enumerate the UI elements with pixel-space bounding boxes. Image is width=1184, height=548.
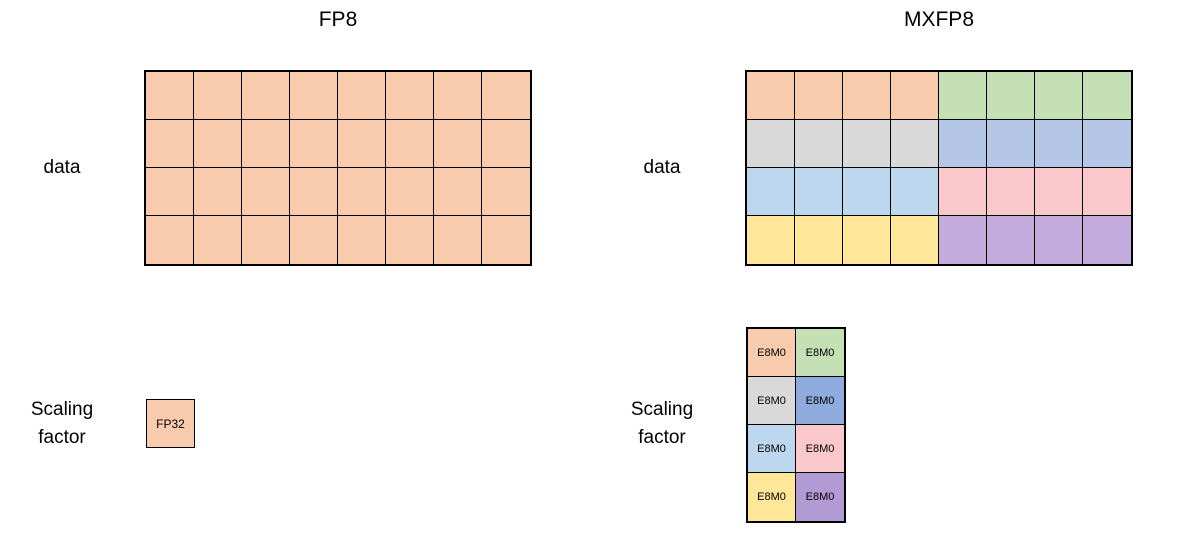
fp8-panel-title: FP8 [318,8,358,31]
fp8-data-cell [434,216,482,264]
mxfp8-data-cell [987,120,1035,168]
fp8-data-cell [482,216,530,264]
fp8-data-cell [338,120,386,168]
mxfp8-data-cell [939,216,987,264]
mxfp8-scaling-label-line1: Scaling [630,399,694,420]
fp8-data-cell [434,72,482,120]
e8m0-scaling-cell: E8M0 [748,377,796,425]
fp8-data-cell [146,216,194,264]
mxfp8-data-cell [987,168,1035,216]
mxfp8-data-cell [795,72,843,120]
mxfp8-data-cell [1083,168,1131,216]
fp8-data-cell [290,216,338,264]
mxfp8-data-grid [745,70,1133,266]
fp8-data-cell [242,168,290,216]
fp8-data-cell [194,168,242,216]
fp8-data-cell [194,120,242,168]
mxfp8-scaling-factor-label: Scaling factor [600,382,724,466]
fp8-data-cell [386,120,434,168]
fp8-data-cell [242,120,290,168]
fp8-data-cell [242,72,290,120]
mxfp8-data-label: data [643,157,681,178]
e8m0-scaling-cell: E8M0 [748,329,796,377]
mxfp8-data-cell [747,72,795,120]
fp8-data-cell [482,72,530,120]
fp8-data-cell [146,120,194,168]
mxfp8-data-cell [747,168,795,216]
fp8-data-cell [434,168,482,216]
mxfp8-data-cell [1083,216,1131,264]
fp8-data-cell [386,168,434,216]
fp8-data-cell [194,72,242,120]
fp8-scaling-label-line1: Scaling [30,399,94,420]
mxfp8-data-cell [939,168,987,216]
mxfp8-data-cell [843,120,891,168]
fp8-data-cell [338,216,386,264]
mxfp8-data-cell [747,120,795,168]
fp8-data-cell [146,72,194,120]
fp8-data-cell [482,120,530,168]
fp8-data-cell [338,168,386,216]
mxfp8-data-cell [1083,120,1131,168]
mxfp8-data-cell [987,72,1035,120]
e8m0-scaling-cell: E8M0 [796,425,844,473]
mxfp8-data-cell [939,120,987,168]
fp8-data-cell [434,120,482,168]
mxfp8-panel-title: MXFP8 [903,8,974,31]
mxfp8-data-cell [1035,168,1083,216]
mxfp8-data-cell [747,216,795,264]
e8m0-scaling-cell: E8M0 [748,425,796,473]
mxfp8-data-cell [795,120,843,168]
fp8-data-cell [290,120,338,168]
mxfp8-data-cell [987,216,1035,264]
fp8-scaling-label-line2: factor [38,427,86,448]
fp8-data-cell [290,72,338,120]
mxfp8-data-cell [843,216,891,264]
mxfp8-data-cell [843,168,891,216]
fp8-data-cell [146,168,194,216]
fp8-data-cell [482,168,530,216]
mxfp8-data-cell [843,72,891,120]
fp8-data-cell [242,216,290,264]
mxfp8-data-cell [1035,120,1083,168]
mxfp8-data-cell [795,168,843,216]
mxfp8-scaling-label-line2: factor [638,427,686,448]
fp8-data-cell [386,216,434,264]
e8m0-scaling-cell: E8M0 [748,473,796,521]
fp8-data-cell [386,72,434,120]
mxfp8-data-cell [891,120,939,168]
fp8-data-cell [194,216,242,264]
fp32-scaling-cell: FP32 [147,400,194,447]
mxfp8-data-cell [891,72,939,120]
mxfp8-data-cell [795,216,843,264]
fp8-data-cell [290,168,338,216]
fp8-scaling-factor-cell-grid: FP32 [146,399,195,448]
mxfp8-data-cell [1035,216,1083,264]
mxfp8-data-cell [891,168,939,216]
e8m0-scaling-cell: E8M0 [796,473,844,521]
mxfp8-data-cell [939,72,987,120]
fp8-data-cell [338,72,386,120]
mxfp8-data-cell [891,216,939,264]
fp8-data-grid [144,70,532,266]
mxfp8-data-cell [1083,72,1131,120]
e8m0-scaling-cell: E8M0 [796,377,844,425]
e8m0-scaling-cell: E8M0 [796,329,844,377]
mxfp8-data-cell [1035,72,1083,120]
fp8-scaling-factor-label: Scaling factor [0,382,124,466]
fp8-data-label: data [43,157,81,178]
